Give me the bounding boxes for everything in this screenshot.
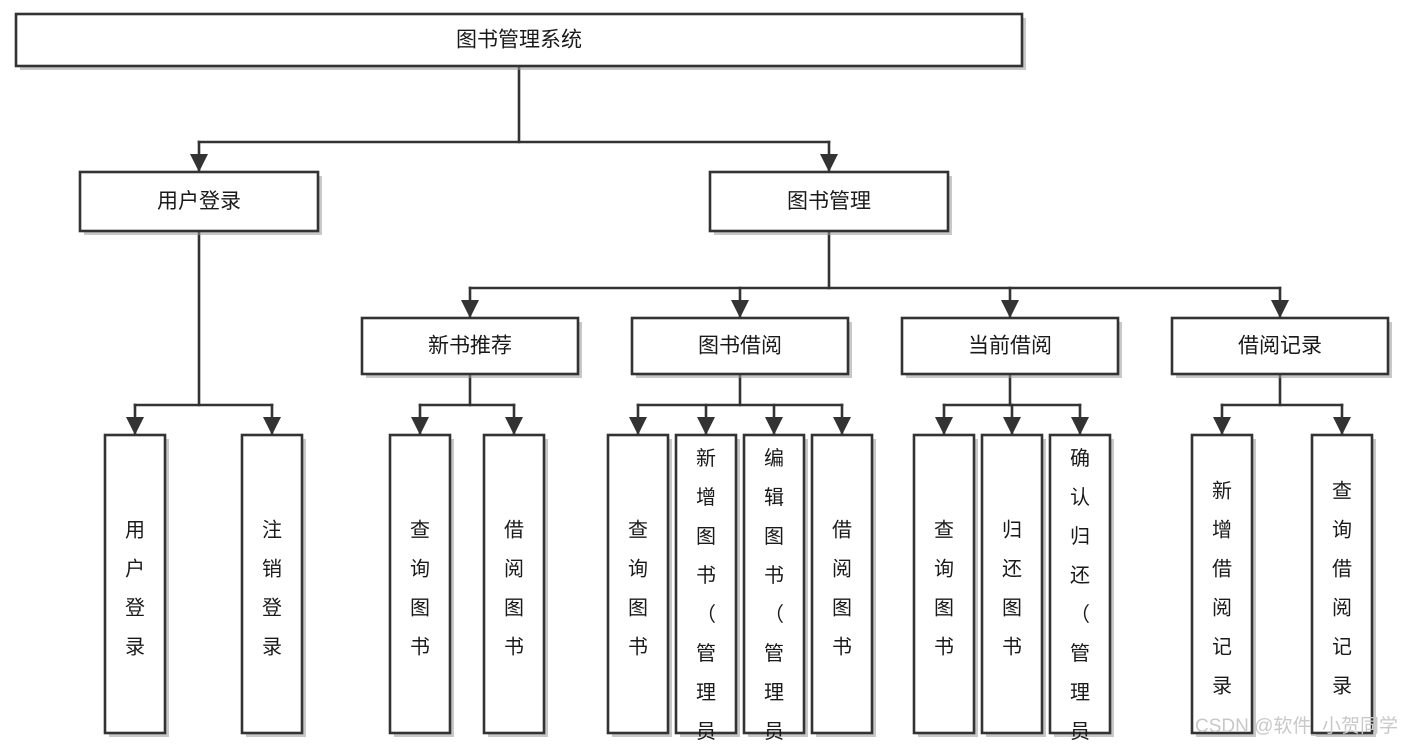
node-label-book-manage: 图书管理: [787, 190, 871, 213]
node-label-leaf-edit-book-admin: 编辑图书（管理员）: [764, 447, 784, 747]
node-box-leaf-return-book: [980, 433, 1044, 735]
node-label-leaf-logout-login: 注销登录: [262, 518, 282, 658]
node-box-leaf-add-borrow-record: [1190, 433, 1254, 735]
node-leaf-user-login[interactable]: 用户登录: [103, 433, 169, 737]
node-label-leaf-add-borrow-record: 新增借阅记录: [1212, 479, 1232, 697]
arrow-head-icon: [629, 417, 647, 435]
node-label-leaf-borrow-book-recommend: 借阅图书: [504, 518, 524, 658]
node-label-root: 图书管理系统: [456, 29, 582, 52]
arrow-head-icon: [126, 417, 144, 435]
arrow-head-icon: [765, 417, 783, 435]
node-box-new-book-recommend: [360, 316, 580, 376]
arrow-head-icon: [263, 417, 281, 435]
arrow-head-icon: [935, 417, 953, 435]
node-box-user-login: [78, 170, 320, 233]
arrow-head-icon: [461, 300, 479, 318]
arrow-head-icon: [190, 154, 208, 172]
arrow-head-icon: [1071, 417, 1089, 435]
node-box-leaf-add-book-admin: [674, 433, 738, 735]
node-box-book-borrow: [630, 316, 850, 376]
node-leaf-logout-login[interactable]: 注销登录: [240, 433, 306, 737]
node-box-leaf-edit-book-admin: [742, 433, 806, 735]
node-leaf-add-book-admin[interactable]: 新增图书（管理员）: [674, 433, 740, 747]
arrow-head-icon: [833, 417, 851, 435]
node-root[interactable]: 图书管理系统: [14, 12, 1026, 70]
node-label-current-borrow: 当前借阅: [968, 335, 1052, 358]
node-box-leaf-confirm-return-admin: [1048, 433, 1112, 735]
arrow-head-icon: [697, 417, 715, 435]
node-label-leaf-confirm-return-admin: 确认归还（管理员）: [1070, 447, 1090, 747]
node-label-leaf-query-book-recommend: 查询图书: [410, 518, 430, 658]
node-box-leaf-logout-login: [240, 433, 304, 735]
node-box-book-manage: [708, 170, 950, 233]
csdn-watermark: CSDN @软件_小贺同学: [1195, 715, 1398, 737]
nodes-layer: 图书管理系统用户登录图书管理新书推荐图书借阅当前借阅借阅记录用户登录注销登录查询…: [14, 12, 1392, 747]
node-label-book-borrow: 图书借阅: [698, 335, 782, 358]
node-label-user-login: 用户登录: [157, 190, 241, 213]
node-user-login[interactable]: 用户登录: [78, 170, 322, 235]
node-current-borrow[interactable]: 当前借阅: [900, 316, 1122, 378]
arrow-head-icon: [820, 154, 838, 172]
node-label-leaf-return-book: 归还图书: [1002, 518, 1022, 658]
node-new-book-recommend[interactable]: 新书推荐: [360, 316, 582, 378]
node-box-leaf-borrow-book-recommend: [482, 433, 546, 735]
node-leaf-borrow-book-recommend[interactable]: 借阅图书: [482, 433, 548, 737]
node-leaf-borrow-book[interactable]: 借阅图书: [810, 433, 876, 737]
arrow-head-icon: [505, 417, 523, 435]
node-leaf-query-book-recommend[interactable]: 查询图书: [388, 433, 454, 737]
node-leaf-return-book[interactable]: 归还图书: [980, 433, 1046, 737]
node-box-leaf-query-borrow-record: [1310, 433, 1374, 735]
node-label-leaf-query-borrow-record: 查询借阅记录: [1332, 479, 1352, 697]
node-box-root: [14, 12, 1024, 68]
node-borrow-record[interactable]: 借阅记录: [1170, 316, 1392, 378]
node-leaf-query-book-borrow[interactable]: 查询图书: [606, 433, 672, 737]
connectors-layer: [126, 64, 1351, 437]
node-leaf-add-borrow-record[interactable]: 新增借阅记录: [1190, 433, 1256, 737]
node-leaf-query-borrow-record[interactable]: 查询借阅记录: [1310, 433, 1376, 737]
node-box-leaf-user-login: [103, 433, 167, 735]
arrow-head-icon: [1333, 417, 1351, 435]
node-label-leaf-add-book-admin: 新增图书（管理员）: [696, 447, 716, 747]
node-box-borrow-record: [1170, 316, 1390, 376]
node-leaf-query-book-current[interactable]: 查询图书: [912, 433, 978, 737]
node-book-manage[interactable]: 图书管理: [708, 170, 952, 235]
node-label-leaf-query-book-borrow: 查询图书: [628, 518, 648, 658]
arrow-head-icon: [1271, 300, 1289, 318]
node-leaf-edit-book-admin[interactable]: 编辑图书（管理员）: [742, 433, 808, 747]
arrow-head-icon: [731, 300, 749, 318]
node-label-leaf-borrow-book: 借阅图书: [832, 518, 852, 658]
node-label-borrow-record: 借阅记录: [1238, 335, 1322, 358]
node-book-borrow[interactable]: 图书借阅: [630, 316, 852, 378]
arrow-head-icon: [1003, 417, 1021, 435]
arrow-head-icon: [1213, 417, 1231, 435]
arrow-head-icon: [1001, 300, 1019, 318]
node-box-current-borrow: [900, 316, 1120, 376]
node-leaf-confirm-return-admin[interactable]: 确认归还（管理员）: [1048, 433, 1114, 747]
node-label-new-book-recommend: 新书推荐: [428, 335, 512, 358]
node-box-leaf-query-book-current: [912, 433, 976, 735]
node-box-leaf-borrow-book: [810, 433, 874, 735]
node-label-leaf-query-book-current: 查询图书: [934, 518, 954, 658]
arrow-head-icon: [411, 417, 429, 435]
node-box-leaf-query-book-borrow: [606, 433, 670, 735]
node-box-leaf-query-book-recommend: [388, 433, 452, 735]
node-label-leaf-user-login: 用户登录: [125, 519, 145, 658]
